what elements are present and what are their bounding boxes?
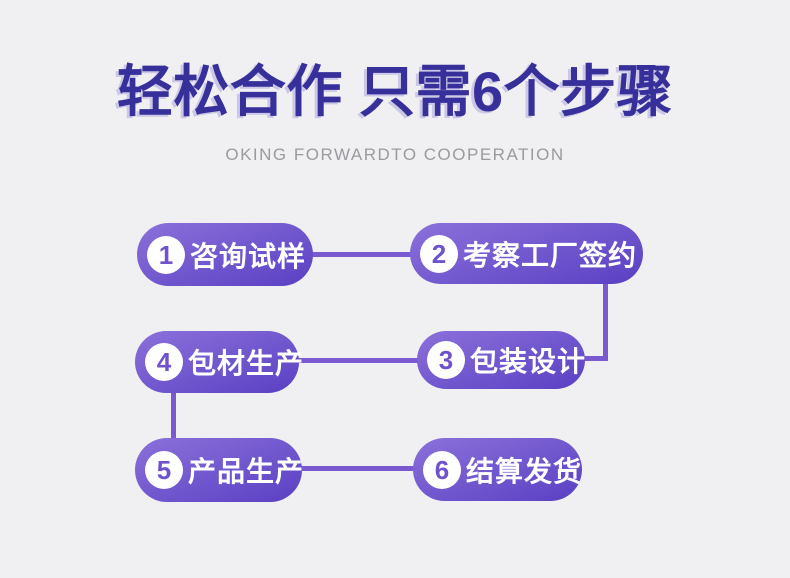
- step-3-number-badge: 3: [427, 341, 465, 379]
- step-5-label: 产品生产: [188, 456, 305, 487]
- connector-step4-step5: [171, 392, 176, 439]
- step-6-number-badge: 6: [423, 450, 461, 489]
- step-4-label: 包材生产: [188, 348, 305, 379]
- step-1-label: 咨询试样: [190, 240, 307, 272]
- section-subtitle: OKING FORWARDTO COOPERATION: [225, 145, 565, 164]
- step-6-label: 结算发货: [466, 455, 583, 487]
- connector-step5-step6: [301, 466, 414, 471]
- step-2-number-badge: 2: [420, 234, 458, 273]
- connector-step3-step4: [298, 358, 418, 363]
- connector-step1-step2: [312, 252, 411, 257]
- step-pill-2: 2 考察工厂签约: [410, 223, 643, 284]
- step-2-label: 考察工厂签约: [463, 239, 638, 271]
- step-1-number-badge: 1: [147, 235, 185, 274]
- step-pill-3: 3 包装设计: [417, 331, 585, 389]
- section-title: 轻松合作 只需6个步骤: [116, 60, 674, 123]
- step-pill-1: 1 咨询试样: [137, 223, 313, 286]
- step-pill-6: 6 结算发货: [413, 438, 582, 501]
- step-5-number-badge: 5: [145, 451, 183, 489]
- step-4-number-badge: 4: [145, 343, 183, 381]
- connector-step2-step3-horizontal: [584, 356, 608, 361]
- step-pill-4: 4 包材生产: [135, 331, 303, 393]
- connector-step2-step3-vertical: [603, 281, 608, 359]
- step-pill-5: 5 产品生产: [135, 438, 305, 502]
- step-3-label: 包装设计: [470, 346, 587, 377]
